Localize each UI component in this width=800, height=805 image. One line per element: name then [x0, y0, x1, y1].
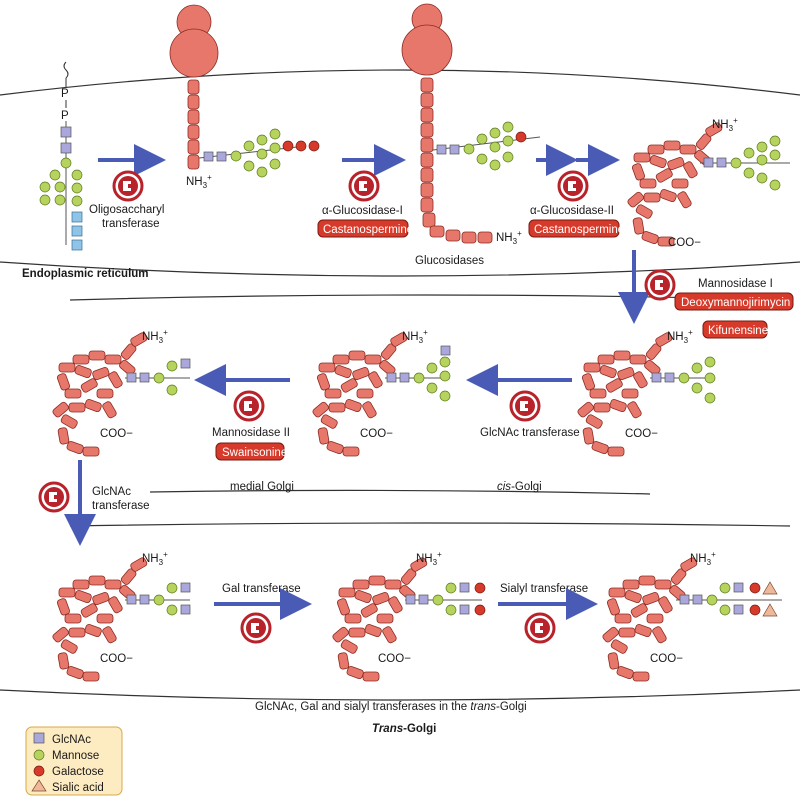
- deoxymannojirimycin-box: [674, 292, 794, 311]
- c-terminus: COO−: [625, 428, 658, 440]
- kifunensine-box: [702, 320, 768, 339]
- n-terminus: NH3+: [712, 116, 738, 133]
- mannose-residue: [54, 181, 66, 193]
- folded-glycoprotein-er: NH3+ COO−: [626, 116, 790, 249]
- glucosidase2-enzyme-icon: [557, 170, 589, 202]
- glucosidase2-label: α-Glucosidase-II: [530, 205, 614, 217]
- castanospermine-1-box: [317, 219, 409, 238]
- glcnac-residue: [60, 126, 72, 138]
- c-terminus: COO−: [360, 428, 393, 440]
- gal-transferase-enzyme-icon: [240, 612, 272, 644]
- mannose-residue: [71, 195, 83, 207]
- legend-glcnac-label: GlcNAc: [52, 734, 91, 746]
- sialyl-transferase-enzyme-icon: [524, 612, 556, 644]
- legend-galactose-label: Galactose: [52, 766, 104, 778]
- nascent-glycoprotein: NH3+: [169, 4, 320, 190]
- er-membrane-bottom: [0, 261, 800, 277]
- legend-sialic-swatch: [31, 779, 47, 792]
- c-terminus: COO−: [650, 653, 683, 665]
- mannose-residue: [39, 194, 51, 206]
- n-terminus: NH3+: [186, 173, 212, 190]
- deoxymannojirimycin-label: Deoxymannojirimycin: [681, 297, 790, 309]
- dolichol-tail: [63, 61, 69, 79]
- glycoprotein-man5: NH3+ COO−: [576, 328, 716, 457]
- n-terminus: NH3+: [667, 328, 693, 345]
- gal-transferase-label: Gal transferase: [222, 583, 301, 595]
- castanospermine-2-box: [528, 219, 620, 238]
- mannose-residue: [71, 169, 83, 181]
- ost-label-line2: transferase: [102, 218, 160, 230]
- glcnac-transferase2-enzyme-icon: [38, 481, 70, 513]
- cis-golgi-membrane-bottom: [149, 489, 651, 495]
- castanospermine-1-label: Castanospermine: [323, 224, 413, 236]
- glucose-residue: [71, 225, 83, 237]
- glucose-residue: [71, 211, 83, 223]
- c-terminus: COO−: [100, 653, 133, 665]
- glucose-residue: [71, 239, 83, 251]
- n-terminus: NH3+: [402, 328, 428, 345]
- mannose-residue: [49, 169, 61, 181]
- glcnac-transferase-label: GlcNAc transferase: [480, 427, 580, 439]
- legend-galactose-swatch: [33, 765, 45, 777]
- trans-golgi-membrane-top: [69, 522, 791, 527]
- mannosidase2-enzyme-icon: [233, 390, 265, 422]
- sialyl-transferase-label: Sialyl transferase: [500, 583, 588, 595]
- phosphate-2: P: [61, 110, 69, 122]
- legend-box: [25, 726, 123, 796]
- medial-golgi-label: medial Golgi: [230, 481, 294, 493]
- glycoprotein-glcnac2-man3: NH3+ COO−: [51, 550, 191, 682]
- ost-enzyme-icon: [112, 170, 144, 202]
- kifunensine-label: Kifunensine: [708, 325, 768, 337]
- trans-golgi-membrane-bottom: [0, 689, 800, 701]
- er-membrane-top: [0, 69, 800, 96]
- mannose-residue: [39, 181, 51, 193]
- phosphate-1: P: [61, 88, 69, 100]
- c-terminus: COO−: [668, 237, 701, 249]
- castanospermine-2-label: Castanospermine: [534, 224, 624, 236]
- dolichol-oligosaccharide: P P: [39, 61, 83, 251]
- glcnac-residue: [60, 142, 72, 154]
- glycoprotein-glcnac-man5: NH3+ COO−: [311, 328, 451, 457]
- glycoprotein-galactosylated: NH3+ COO−: [331, 550, 486, 682]
- glycoprotein-glcnac-man3: NH3+ COO−: [51, 328, 191, 457]
- mannosidase1-enzyme-icon: [644, 269, 676, 301]
- n-terminus: NH3+: [496, 229, 522, 246]
- mannosidase1-label: Mannosidase I: [698, 278, 773, 290]
- n-terminus: NH3+: [142, 328, 168, 345]
- legend-mannose-swatch: [33, 749, 45, 761]
- glcnac-transferase-enzyme-icon: [509, 390, 541, 422]
- cis-golgi-label: cis-Golgi: [497, 481, 542, 493]
- glycoprotein-sialylated: NH3+ COO−: [601, 550, 782, 682]
- swainsonine-label: Swainsonine: [222, 447, 287, 459]
- mannose-residue: [71, 182, 83, 194]
- legend: GlcNAc Mannose Galactose Sialic acid: [25, 726, 123, 796]
- c-terminus: COO−: [100, 428, 133, 440]
- glcnac-transferase2-label-line2: transferase: [92, 500, 150, 512]
- legend-mannose-label: Mannose: [52, 750, 99, 762]
- n-terminus: NH3+: [142, 550, 168, 567]
- n-terminus: NH3+: [690, 550, 716, 567]
- glucosidase1-label: α-Glucosidase-I: [322, 205, 403, 217]
- swainsonine-box: [215, 442, 285, 461]
- glucosidase1-enzyme-icon: [348, 170, 380, 202]
- glucosidases-label: Glucosidases: [415, 255, 484, 267]
- mannosidase2-label: Mannosidase II: [212, 427, 290, 439]
- ribosome-subunit: [401, 24, 453, 76]
- er-label: Endoplasmic reticulum: [22, 268, 149, 280]
- membranes: [0, 69, 800, 701]
- legend-glcnac-swatch: [33, 732, 45, 744]
- ost-label-line1: Oligosaccharyl: [89, 204, 164, 216]
- trans-golgi-title: Trans-Golgi: [372, 723, 436, 735]
- c-terminus: COO−: [378, 653, 411, 665]
- mannose-residue: [54, 194, 66, 206]
- n-terminus: NH3+: [416, 550, 442, 567]
- polypeptide-after-glucosidase1: NH3+: [401, 3, 541, 246]
- legend-sialic-label: Sialic acid: [52, 782, 104, 794]
- ribosome-subunit: [169, 28, 219, 78]
- mannose-residue: [60, 157, 72, 169]
- trans-golgi-footer: GlcNAc, Gal and sialyl transferases in t…: [255, 701, 527, 713]
- glcnac-transferase2-label-line1: GlcNAc: [92, 486, 131, 498]
